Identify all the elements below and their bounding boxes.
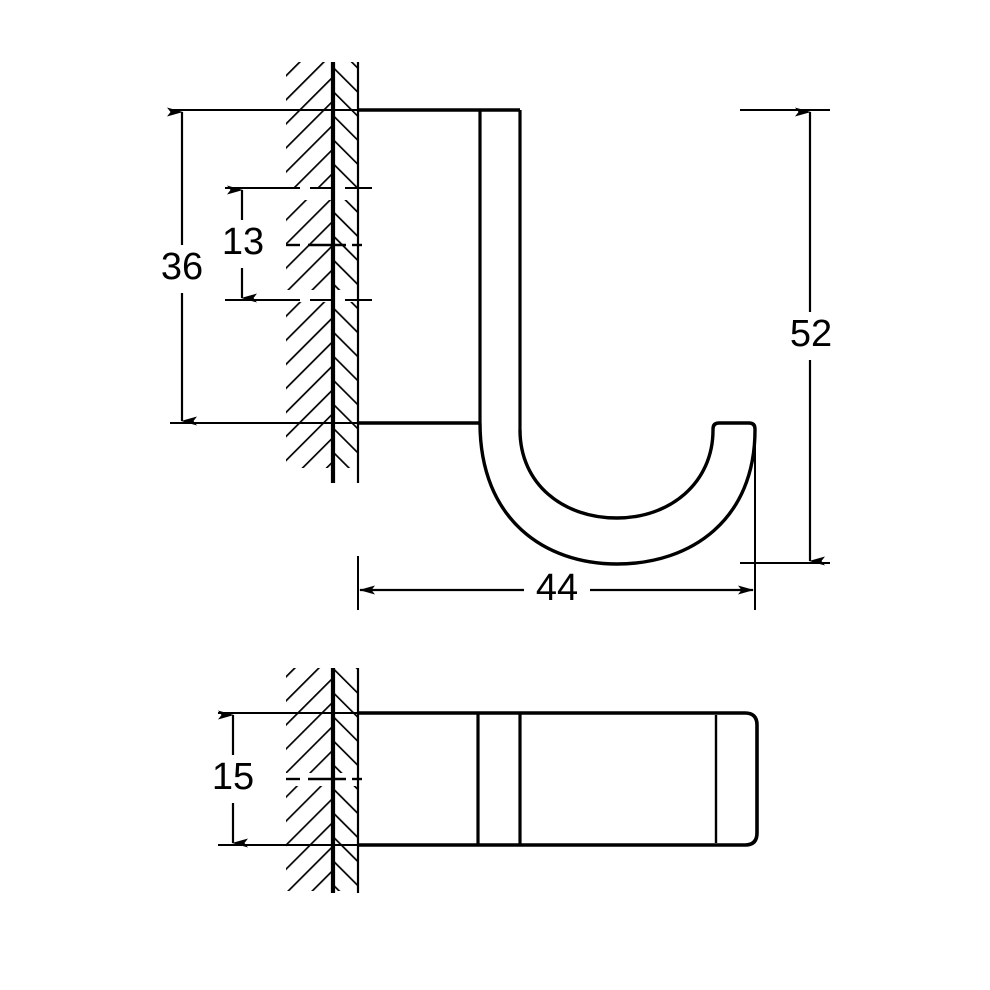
hook-inner-curve (518, 429, 715, 520)
hook-tip-cap (711, 421, 757, 430)
wall2-hatch-lower (286, 786, 358, 891)
plan-body-outline (358, 711, 759, 847)
dimension-52-label: 52 (790, 313, 832, 355)
dimension-36-text-bg (152, 245, 212, 293)
wall-hatch-upper (286, 62, 358, 188)
dimension-13-text-bg (214, 220, 272, 268)
dimension-15: 15 (203, 710, 372, 848)
wall-hatch-lower (286, 302, 358, 468)
wall2-hatch-upper (286, 668, 358, 773)
side-elevation-view: 36 13 (152, 62, 840, 614)
dimension-13: 13 (214, 185, 372, 303)
dimension-15-text-bg (203, 755, 263, 803)
dimension-52-text-bg (780, 312, 840, 360)
dimension-36: 36 (152, 107, 370, 426)
dimension-44-label: 44 (536, 567, 578, 609)
dimension-44-text-bg (524, 566, 590, 614)
top-plan-view: 15 (203, 668, 759, 893)
dimension-13-label: 13 (222, 221, 264, 263)
hook-outer-curve (478, 422, 757, 566)
dimension-52: 52 (740, 107, 840, 566)
dimension-44: 44 (357, 430, 756, 614)
dimension-36-label: 36 (161, 246, 203, 288)
dimension-15-label: 15 (212, 756, 254, 798)
